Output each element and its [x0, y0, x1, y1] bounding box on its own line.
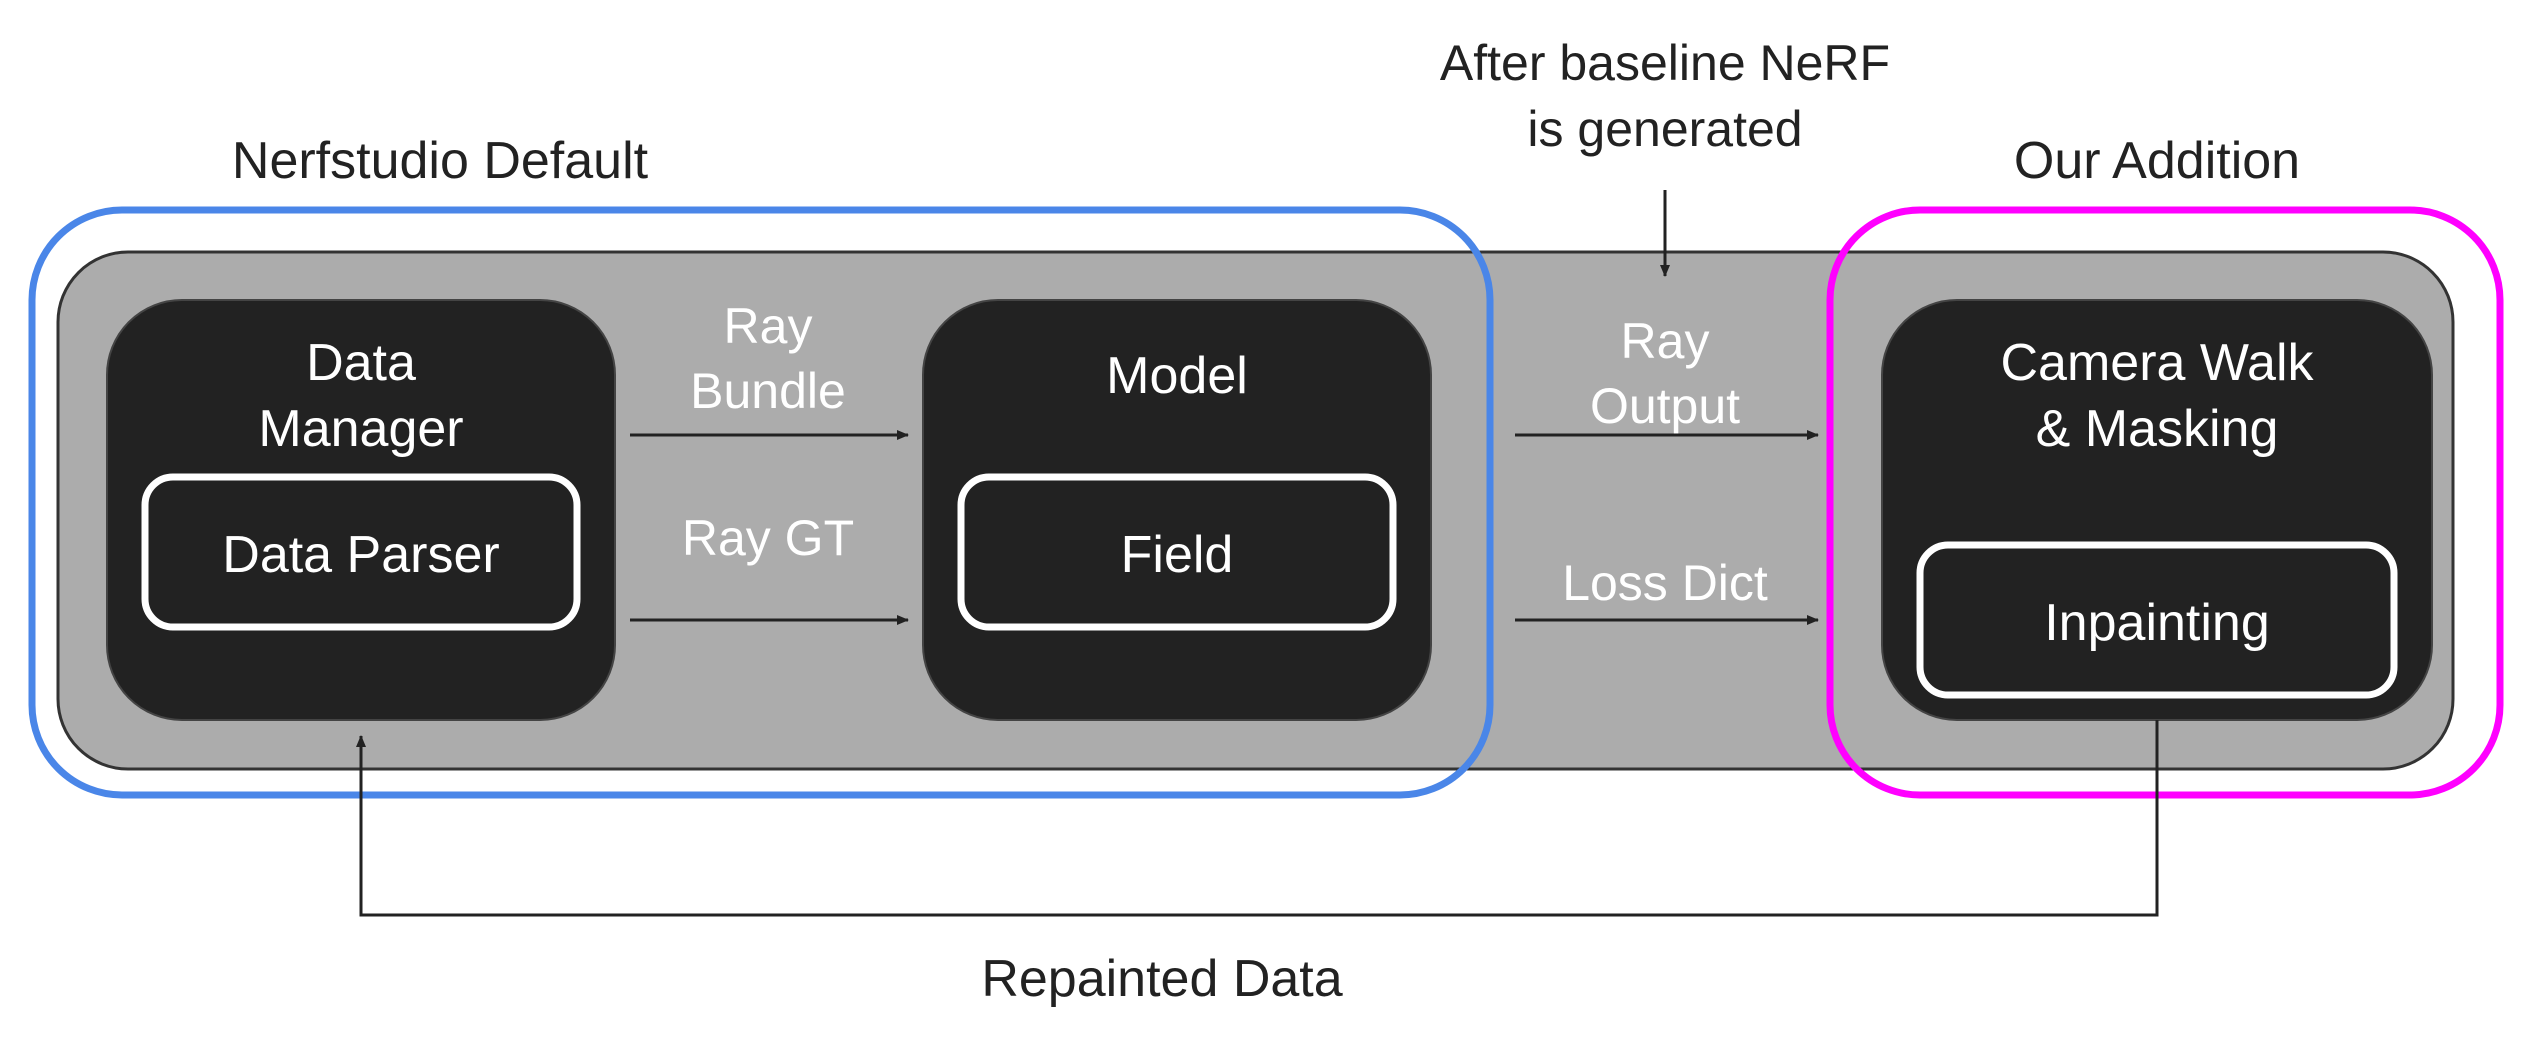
after-baseline-label-line1: After baseline NeRF	[1440, 35, 1890, 91]
loss-dict-label: Loss Dict	[1562, 555, 1768, 611]
data-manager-title-line2: Manager	[258, 400, 463, 458]
inpainting-box	[1916, 541, 2398, 699]
data-manager-title-line1: Data	[306, 334, 416, 392]
model-title: Model	[1106, 347, 1248, 405]
repainted-data-label: Repainted Data	[981, 950, 1342, 1008]
nerfstudio-default-outline	[28, 206, 1494, 799]
inpainting-label: Inpainting	[2044, 594, 2270, 652]
ray-bundle-label-line2: Bundle	[690, 363, 846, 419]
nerfstudio-default-title: Nerfstudio Default	[232, 132, 649, 190]
ray-output-label-line2: Output	[1590, 378, 1740, 434]
field-box	[957, 473, 1397, 631]
our-addition-outline	[1826, 206, 2504, 799]
model-node: Model Field	[922, 299, 1432, 721]
ray-bundle-label-line1: Ray	[724, 298, 813, 354]
ray-output-label-line1: Ray	[1621, 313, 1710, 369]
after-baseline-label-line2: is generated	[1527, 101, 1802, 157]
data-parser-box	[141, 473, 581, 631]
ray-gt-label: Ray GT	[682, 510, 854, 566]
data-parser-label: Data Parser	[222, 526, 499, 584]
camera-walk-node: Camera Walk & Masking Inpainting	[1881, 299, 2433, 721]
camera-walk-title-line1: Camera Walk	[2000, 334, 2314, 392]
repainted-data-feedback-arrow	[356, 720, 2159, 917]
camera-walk-title-line2: & Masking	[2036, 400, 2279, 458]
data-manager-node: Data Manager Data Parser	[106, 299, 616, 721]
field-label: Field	[1121, 526, 1234, 584]
our-addition-title: Our Addition	[2014, 132, 2300, 190]
